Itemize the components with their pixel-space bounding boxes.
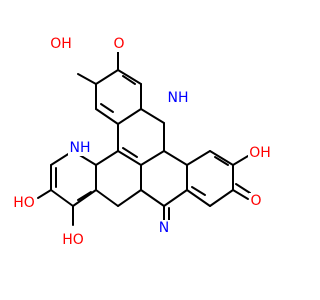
molecule-structure-diagram: O OH NH NH OH O N HO HO [12,36,272,248]
bond-lines [37,46,251,226]
oxygen-label-right: O [250,193,261,209]
atom-labels: O OH NH NH OH O N HO HO [12,36,272,248]
hydroxyl-label-top-left: OH [50,36,72,52]
hydroxyl-label-bottom: HO [62,232,84,248]
amine-label-middle: NH [70,140,91,156]
oxygen-label-top: O [113,36,124,52]
amine-label-top: NH [168,90,189,106]
hydroxyl-label-left: HO [13,195,35,211]
hydroxyl-label-right: OH [249,145,271,161]
nitrogen-label-bottom: N [159,220,169,236]
